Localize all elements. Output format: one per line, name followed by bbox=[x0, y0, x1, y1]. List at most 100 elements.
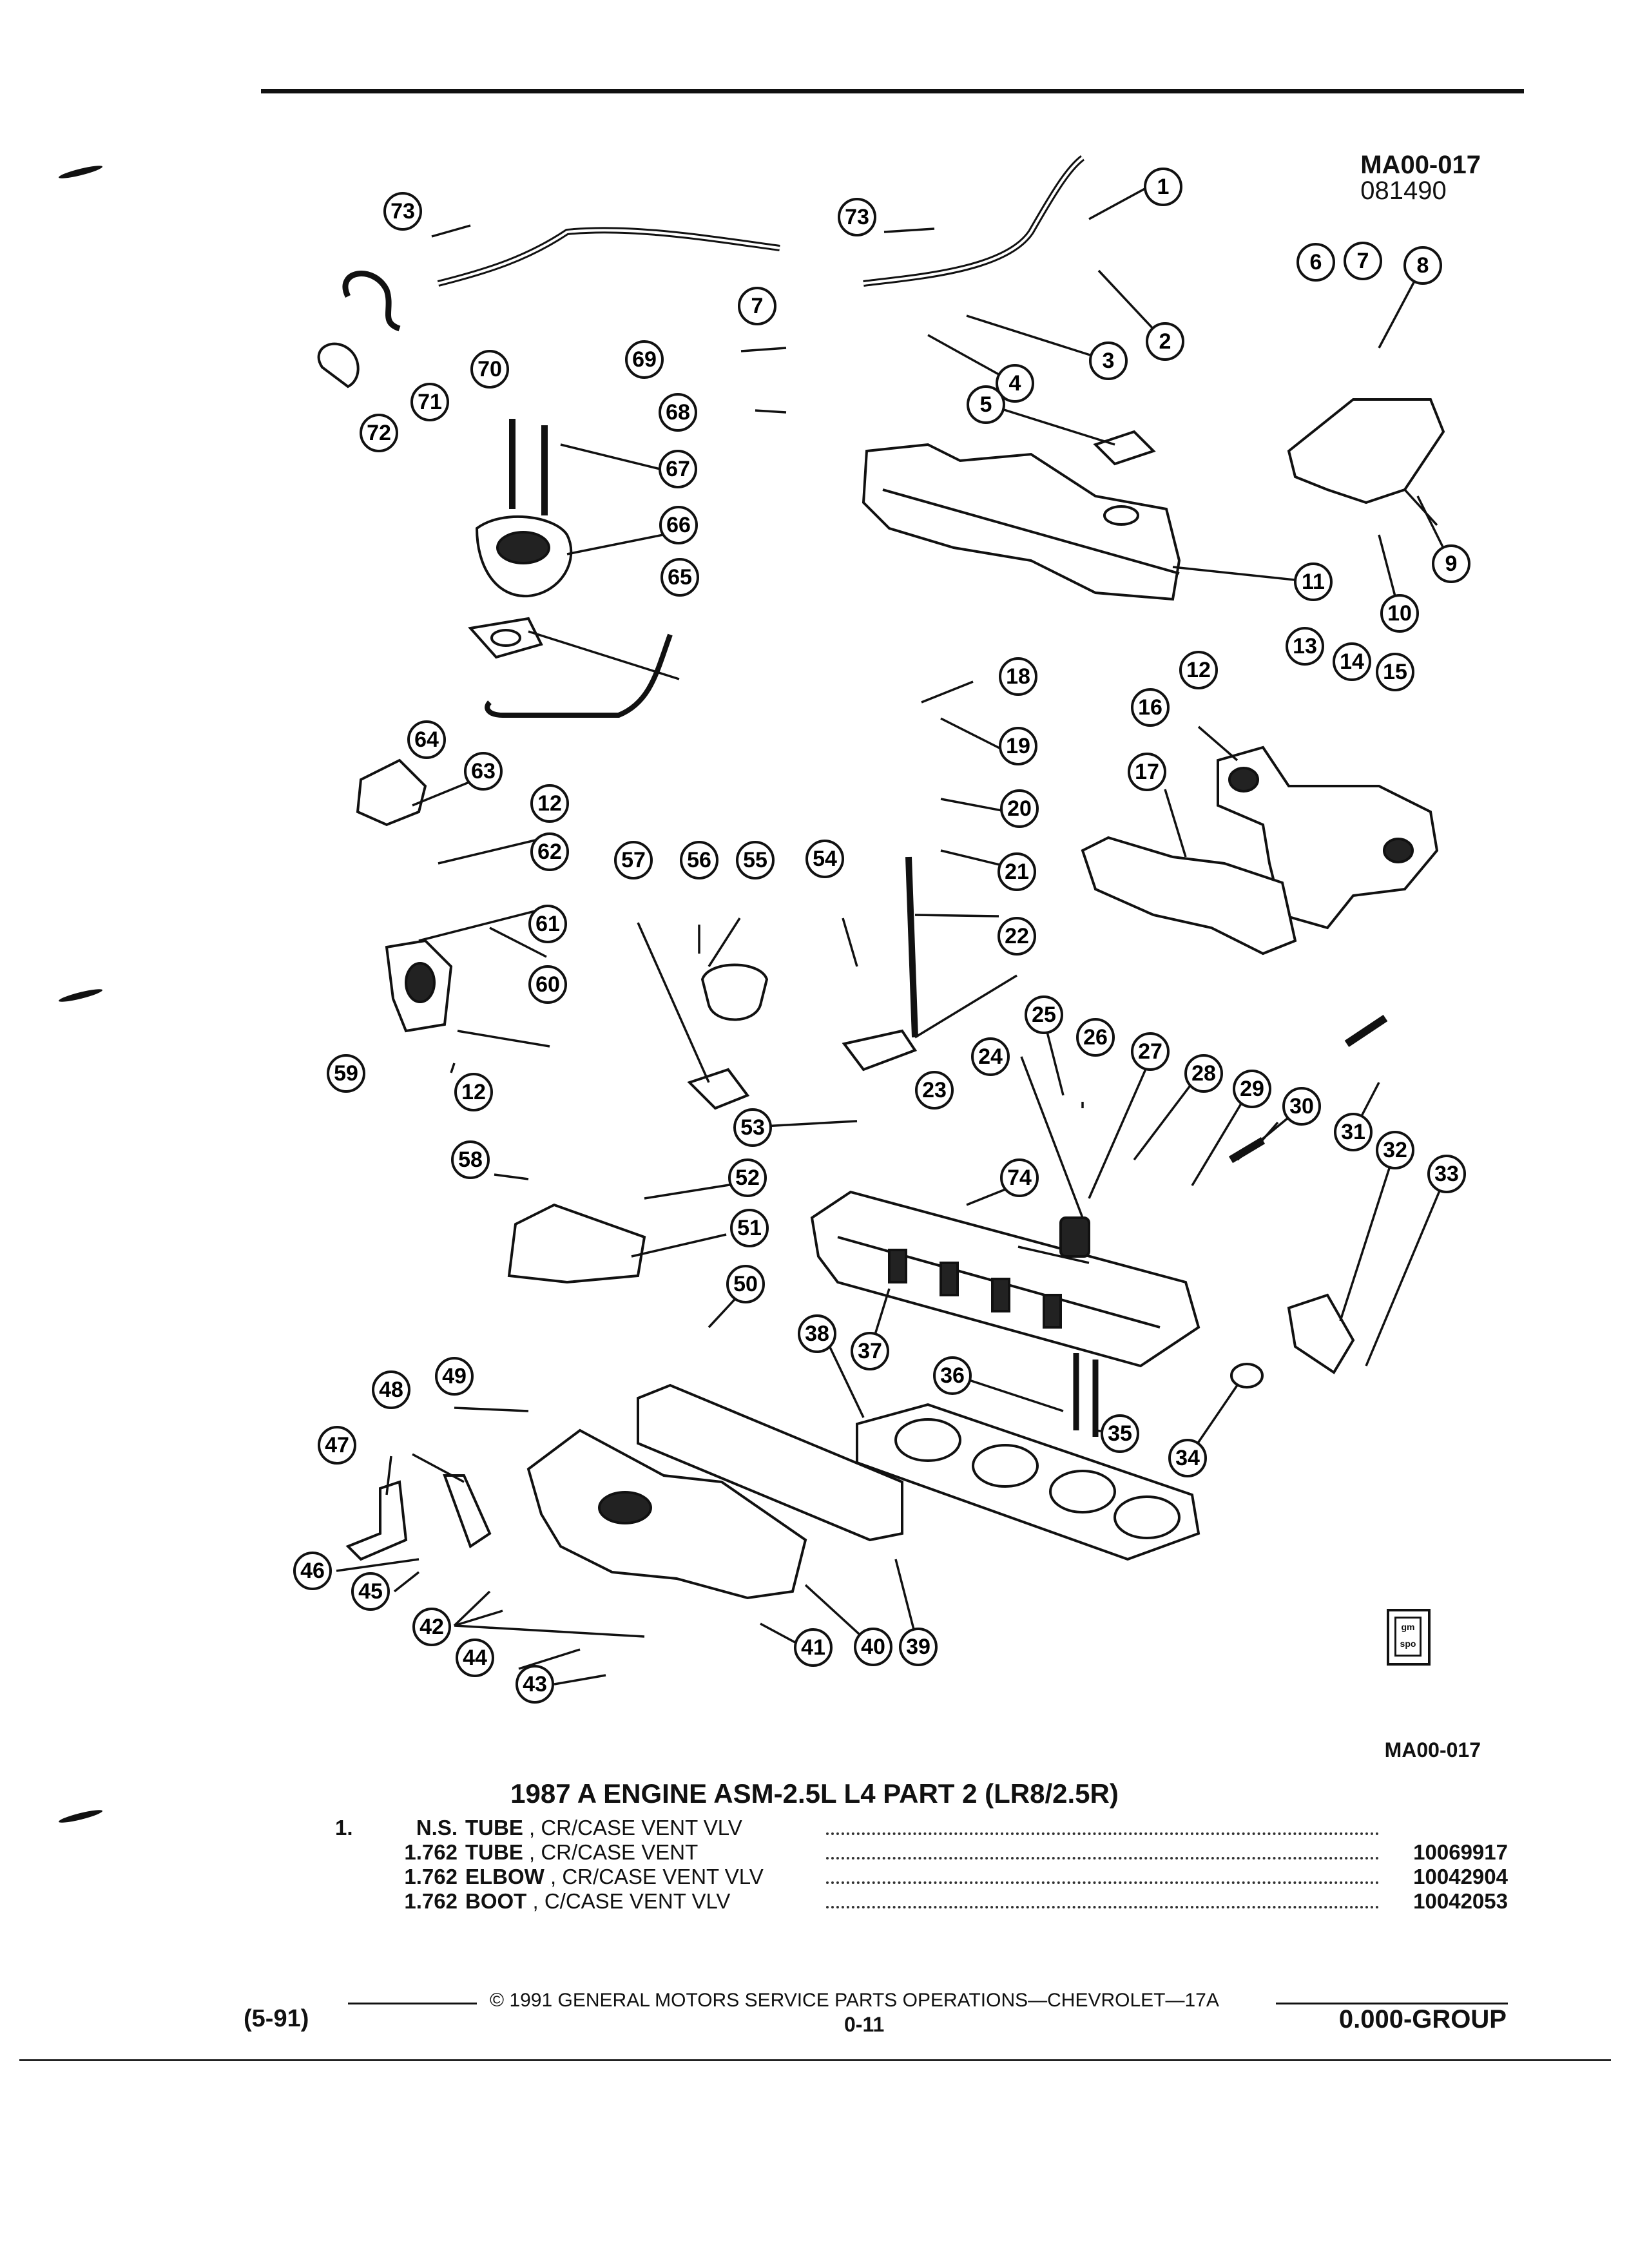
callout-46: 46 bbox=[293, 1552, 332, 1590]
svg-text:72: 72 bbox=[367, 421, 391, 445]
callout-48: 48 bbox=[372, 1370, 410, 1409]
callout-47: 47 bbox=[318, 1426, 356, 1465]
part-number bbox=[1379, 1816, 1508, 1840]
callout-51: 51 bbox=[730, 1209, 769, 1247]
svg-text:22: 22 bbox=[1005, 924, 1029, 948]
footer-rule bbox=[348, 2003, 477, 2004]
exploded-parts-diagram: 1234567789101112121213141516171819202122… bbox=[293, 155, 1470, 1704]
callout-23: 23 bbox=[915, 1071, 954, 1110]
svg-text:52: 52 bbox=[735, 1166, 760, 1190]
callout-4: 4 bbox=[996, 364, 1034, 403]
callout-12: 12 bbox=[454, 1073, 493, 1111]
callout-7: 7 bbox=[1344, 242, 1382, 280]
callout-43: 43 bbox=[516, 1665, 554, 1704]
svg-text:19: 19 bbox=[1006, 734, 1030, 758]
part-code: 1.762 bbox=[404, 1840, 458, 1864]
svg-text:1: 1 bbox=[1157, 175, 1170, 199]
part-name: TUBE bbox=[465, 1840, 523, 1864]
svg-text:7: 7 bbox=[1357, 249, 1369, 273]
svg-text:9: 9 bbox=[1445, 552, 1458, 576]
svg-text:44: 44 bbox=[463, 1646, 487, 1670]
callout-21: 21 bbox=[998, 852, 1036, 891]
svg-text:71: 71 bbox=[418, 390, 442, 414]
callout-1: 1 bbox=[1144, 168, 1182, 206]
part-item bbox=[335, 1889, 387, 1914]
callout-71: 71 bbox=[410, 383, 449, 421]
svg-text:55: 55 bbox=[743, 848, 767, 872]
svg-text:62: 62 bbox=[537, 840, 562, 864]
svg-text:35: 35 bbox=[1108, 1421, 1132, 1446]
part-drawings bbox=[317, 155, 1445, 1600]
svg-text:13: 13 bbox=[1293, 634, 1317, 658]
svg-text:12: 12 bbox=[461, 1080, 486, 1104]
part-item: 1. bbox=[335, 1816, 353, 1840]
svg-text:63: 63 bbox=[471, 759, 496, 783]
svg-text:10: 10 bbox=[1387, 601, 1412, 626]
parts-table-row: 1.762 BOOT , C/CASE VENT VLV 10042053 bbox=[335, 1889, 1508, 1914]
svg-text:28: 28 bbox=[1191, 1061, 1216, 1086]
svg-text:3: 3 bbox=[1103, 349, 1115, 373]
callout-61: 61 bbox=[528, 905, 567, 943]
part-code: N.S. bbox=[416, 1816, 458, 1840]
svg-text:73: 73 bbox=[390, 199, 415, 224]
svg-text:40: 40 bbox=[861, 1635, 885, 1659]
callout-14: 14 bbox=[1333, 642, 1371, 681]
part-code: 1.762 bbox=[404, 1889, 458, 1913]
part-name: ELBOW bbox=[465, 1865, 545, 1888]
svg-text:64: 64 bbox=[414, 727, 439, 752]
callout-54: 54 bbox=[805, 840, 844, 878]
callout-30: 30 bbox=[1282, 1087, 1321, 1126]
svg-text:2: 2 bbox=[1159, 329, 1171, 354]
svg-text:60: 60 bbox=[535, 972, 560, 997]
callout-66: 66 bbox=[659, 506, 698, 544]
part-desc: , C/CASE VENT VLV bbox=[526, 1889, 731, 1913]
svg-text:23: 23 bbox=[922, 1078, 947, 1102]
svg-text:73: 73 bbox=[845, 205, 869, 229]
svg-text:17: 17 bbox=[1135, 760, 1159, 784]
callout-17: 17 bbox=[1128, 753, 1166, 791]
part-item bbox=[335, 1840, 387, 1865]
callout-37: 37 bbox=[851, 1332, 889, 1370]
part-number: 10042053 bbox=[1413, 1889, 1508, 1913]
callout-15: 15 bbox=[1376, 653, 1414, 691]
callout-8: 8 bbox=[1403, 246, 1442, 285]
callout-11: 11 bbox=[1294, 562, 1333, 601]
logo-text: gm spo bbox=[1394, 1617, 1422, 1657]
svg-text:30: 30 bbox=[1289, 1094, 1314, 1119]
svg-text:39: 39 bbox=[906, 1635, 930, 1659]
callout-36: 36 bbox=[933, 1356, 972, 1395]
svg-text:16: 16 bbox=[1138, 695, 1162, 720]
svg-text:57: 57 bbox=[621, 848, 646, 872]
dot-leader bbox=[826, 1865, 1379, 1889]
svg-text:61: 61 bbox=[535, 912, 560, 936]
callout-39: 39 bbox=[899, 1628, 938, 1666]
svg-text:27: 27 bbox=[1138, 1039, 1162, 1064]
parts-table-row: 1.N.S.TUBE , CR/CASE VENT VLV bbox=[335, 1816, 1508, 1840]
callout-28: 28 bbox=[1184, 1054, 1223, 1093]
callout-2: 2 bbox=[1146, 322, 1184, 361]
callout-10: 10 bbox=[1380, 594, 1419, 633]
part-description: BOOT , C/CASE VENT VLV bbox=[465, 1889, 826, 1914]
callout-7: 7 bbox=[738, 287, 776, 325]
callout-73: 73 bbox=[838, 198, 876, 236]
callout-53: 53 bbox=[733, 1108, 772, 1147]
gm-spo-logo: gm spo bbox=[1387, 1609, 1431, 1666]
svg-text:48: 48 bbox=[379, 1378, 403, 1402]
dot-leader bbox=[826, 1840, 1379, 1865]
svg-text:20: 20 bbox=[1007, 796, 1032, 821]
callout-38: 38 bbox=[798, 1314, 836, 1353]
svg-text:4: 4 bbox=[1009, 371, 1021, 396]
callout-52: 52 bbox=[728, 1158, 767, 1197]
svg-text:54: 54 bbox=[813, 847, 837, 871]
footer-copyright: © 1991 GENERAL MOTORS SERVICE PARTS OPER… bbox=[490, 1990, 1219, 2011]
svg-text:46: 46 bbox=[300, 1559, 325, 1583]
svg-text:32: 32 bbox=[1383, 1138, 1407, 1162]
part-item bbox=[335, 1865, 387, 1889]
reference-code: MA00-017 bbox=[1360, 151, 1481, 179]
svg-text:68: 68 bbox=[666, 400, 690, 425]
callout-55: 55 bbox=[736, 841, 775, 879]
callout-50: 50 bbox=[726, 1265, 765, 1303]
bottom-rule bbox=[19, 2059, 1611, 2061]
